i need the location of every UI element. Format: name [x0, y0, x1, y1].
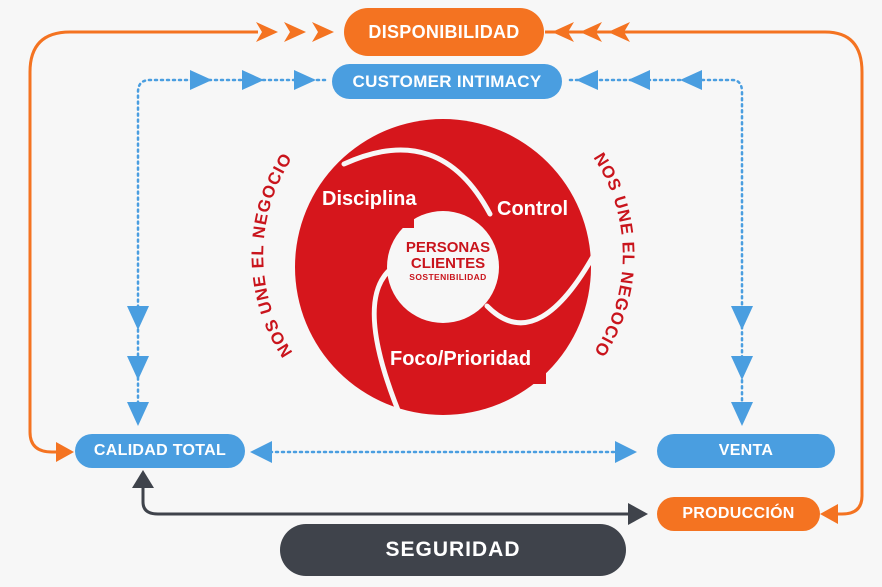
blue-dotted-loop: [136, 78, 744, 454]
node-calidad-total: CALIDAD TOTAL: [75, 434, 245, 468]
wheel-center-text: PERSONAS CLIENTES SOSTENIBILIDAD: [380, 240, 516, 283]
center-line-clientes: CLIENTES: [410, 255, 486, 272]
center-line-sostenibilidad: SOSTENIBILIDAD: [409, 272, 487, 282]
side-text-left: NOS UNE EL NEGOCIO: [248, 149, 296, 360]
label-highlight: [394, 364, 546, 384]
node-disponibilidad: DISPONIBILIDAD: [344, 8, 544, 56]
side-text-right: NOS UNE EL NEGOCIO: [590, 149, 638, 360]
orange-loop: [28, 30, 864, 516]
node-produccion: PRODUCCIÓN: [657, 497, 820, 531]
segment-control: Control: [497, 198, 569, 220]
label-highlight: [318, 206, 414, 228]
node-customer-intimacy: CUSTOMER INTIMACY: [332, 64, 562, 99]
node-venta: VENTA: [657, 434, 835, 468]
dark-connector: [132, 470, 648, 525]
center-line-personas: PERSONAS: [405, 239, 491, 256]
red-wheel: [295, 119, 605, 423]
orange-arrowheads: [56, 22, 838, 524]
segment-disciplina: Disciplina: [322, 188, 417, 210]
segment-foco-prioridad: Foco/Prioridad: [390, 348, 532, 370]
blue-arrowheads: [127, 70, 753, 463]
node-seguridad: SEGURIDAD: [280, 524, 626, 576]
